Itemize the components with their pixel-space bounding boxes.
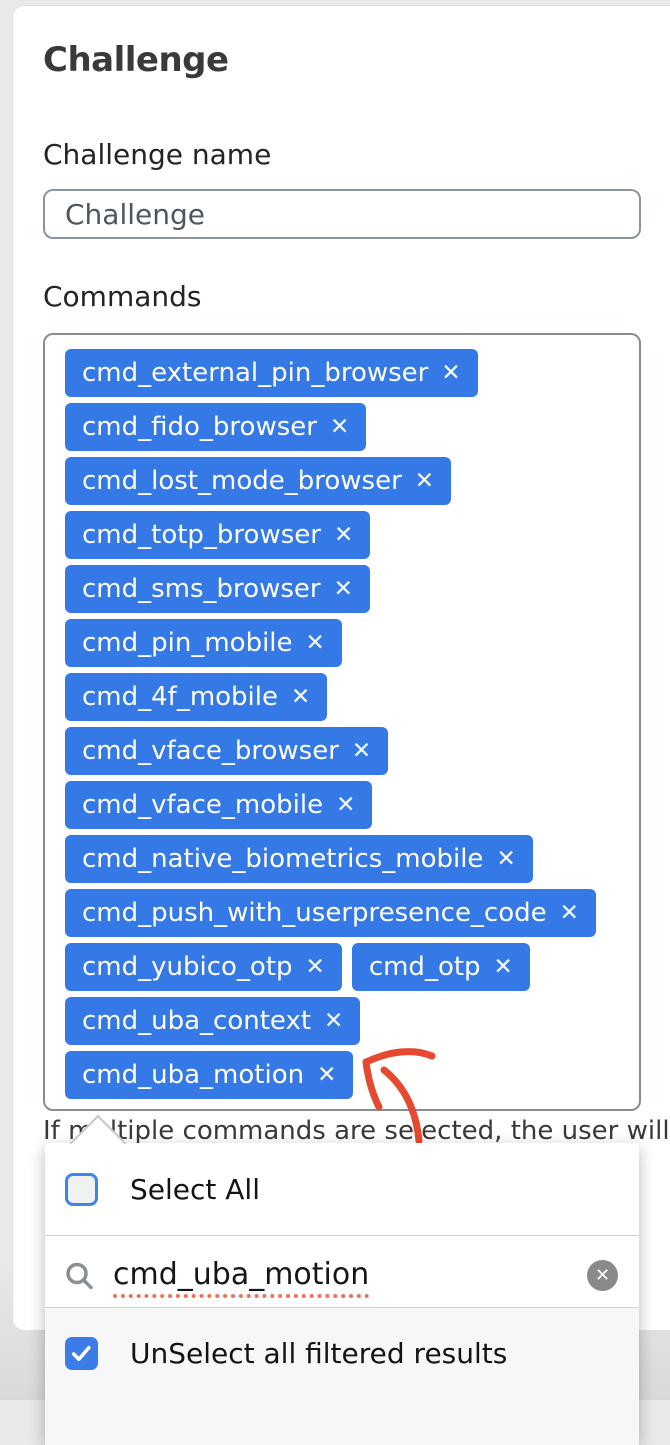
command-chip[interactable]: cmd_uba_context ✕ [65,997,361,1045]
challenge-card: Challenge Challenge name Commands cmd_ex… [12,5,670,1331]
command-chip[interactable]: cmd_yubico_otp ✕ [65,943,342,991]
chip-label: cmd_otp [368,952,481,982]
command-chip[interactable]: cmd_native_biometrics_mobile ✕ [65,835,533,883]
chip-remove-icon[interactable]: ✕ [333,521,354,548]
chip-label: cmd_4f_mobile [82,682,279,712]
command-chip[interactable]: cmd_totp_browser ✕ [65,511,371,559]
search-icon [66,1262,93,1289]
chip-remove-icon[interactable]: ✕ [333,575,353,602]
chip-remove-icon[interactable]: ✕ [291,683,311,710]
chip-row: cmd_4f_mobile ✕ [65,673,619,721]
chip-remove-icon[interactable]: ✕ [305,953,325,980]
page-title: Challenge [43,40,229,80]
chip-label: cmd_pin_mobile [82,628,293,658]
chip-remove-icon[interactable]: ✕ [559,899,579,926]
command-chip[interactable]: cmd_vface_browser ✕ [65,727,389,775]
command-chip[interactable]: cmd_pin_mobile ✕ [65,619,342,667]
chip-remove-icon[interactable]: ✕ [324,1007,344,1034]
command-chip[interactable]: cmd_uba_motion ✕ [65,1051,354,1099]
chip-label: cmd_fido_browser [82,412,317,442]
chip-remove-icon[interactable]: ✕ [414,467,435,494]
helper-text: If multiple commands are selected, the u… [43,1116,670,1146]
chip-rows: cmd_external_pin_browser✕cmd_fido_browse… [65,349,619,1099]
command-chip[interactable]: cmd_sms_browser ✕ [65,565,370,613]
select-all-checkbox[interactable] [65,1172,98,1206]
chip-row: cmd_uba_context ✕ [65,997,619,1045]
chip-row: cmd_fido_browser ✕ [65,403,619,451]
chip-label: cmd_native_biometrics_mobile [82,844,484,874]
chip-remove-icon[interactable]: ✕ [496,845,516,872]
chip-row: cmd_vface_mobile ✕ [65,781,619,829]
divider [45,1307,639,1308]
command-chip[interactable]: cmd_lost_mode_browser ✕ [65,457,452,505]
chip-label: cmd_totp_browser [82,520,321,550]
chip-remove-icon[interactable]: ✕ [493,953,513,980]
chip-label: cmd_push_with_userpresence_code [82,898,547,928]
chip-label: cmd_sms_browser [82,574,321,604]
chip-row: cmd_native_biometrics_mobile ✕ [65,835,619,883]
chip-label: cmd_vface_browser [82,736,339,766]
clear-search-button[interactable]: ✕ [587,1260,618,1291]
checkmark-icon [71,1346,91,1361]
chip-remove-icon[interactable]: ✕ [305,629,325,656]
command-chip[interactable]: cmd_fido_browser ✕ [65,403,367,451]
chip-label: cmd_vface_mobile [82,790,324,820]
select-all-option[interactable]: Select All [45,1143,639,1235]
commands-multiselect[interactable]: cmd_external_pin_browser✕cmd_fido_browse… [43,333,641,1111]
challenge-name-label: Challenge name [43,138,272,171]
clear-icon: ✕ [594,1265,611,1286]
chip-row: cmd_push_with_userpresence_code ✕ [65,889,619,937]
command-chip[interactable]: cmd_4f_mobile ✕ [65,673,328,721]
chip-remove-icon[interactable]: ✕ [317,1061,337,1088]
chip-remove-icon[interactable]: ✕ [441,359,461,386]
chip-remove-icon[interactable]: ✕ [351,737,372,764]
command-chip[interactable]: cmd_vface_mobile ✕ [65,781,373,829]
unselect-filtered-label: UnSelect all filtered results [130,1337,508,1370]
chip-row: cmd_external_pin_browser ✕ [65,349,619,397]
chip-row: cmd_pin_mobile ✕ [65,619,619,667]
command-chip[interactable]: cmd_otp ✕ [351,943,530,991]
unselect-filtered-checkbox[interactable] [65,1337,98,1370]
chip-remove-icon[interactable]: ✕ [329,413,350,440]
unselect-filtered-option[interactable]: UnSelect all filtered results [45,1308,639,1445]
command-chip[interactable]: cmd_external_pin_browser ✕ [65,349,478,397]
select-all-label: Select All [130,1172,260,1206]
chip-row: cmd_vface_browser ✕ [65,727,619,775]
chip-label: cmd_yubico_otp [82,952,293,982]
chip-row: cmd_uba_motion ✕ [65,1051,619,1099]
chip-row: cmd_totp_browser ✕ [65,511,619,559]
commands-label: Commands [43,280,202,313]
search-input[interactable]: cmd_uba_motion [113,1257,370,1298]
chip-label: cmd_uba_context [82,1006,312,1036]
chip-remove-icon[interactable]: ✕ [336,791,356,818]
commands-dropdown-panel: Select All cmd_uba_motion ✕ UnSelect all… [45,1143,639,1445]
chip-label: cmd_external_pin_browser [82,358,429,388]
dropdown-search-row[interactable]: cmd_uba_motion ✕ [45,1236,639,1307]
challenge-name-input[interactable] [43,189,641,239]
chip-row: cmd_lost_mode_browser ✕ [65,457,619,505]
chip-row: cmd_sms_browser ✕ [65,565,619,613]
chip-row: cmd_yubico_otp ✕ cmd_otp ✕ [65,943,619,991]
chip-label: cmd_lost_mode_browser [82,466,402,496]
divider [45,1235,639,1236]
chip-label: cmd_uba_motion [82,1060,305,1090]
command-chip[interactable]: cmd_push_with_userpresence_code ✕ [65,889,596,937]
